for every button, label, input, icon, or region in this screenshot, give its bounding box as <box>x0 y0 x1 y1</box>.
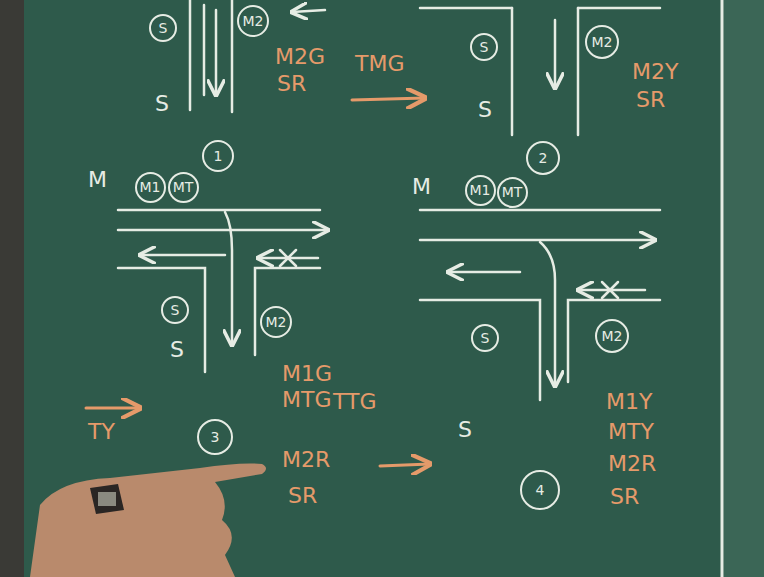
board-edge <box>724 0 764 577</box>
node-text: M2 <box>602 329 623 343</box>
node-text: 3 <box>211 430 220 444</box>
chalk-label: TMG <box>355 52 404 76</box>
circle-node: M1 <box>135 172 166 203</box>
node-text: 2 <box>539 151 548 165</box>
circle-node: S <box>471 324 499 352</box>
circle-node: 1 <box>202 140 234 172</box>
chalk-label: SR <box>288 484 317 508</box>
circle-node: S <box>161 296 189 324</box>
circle-node: 2 <box>526 141 560 175</box>
circle-node: M2 <box>585 25 619 59</box>
circle-node: MT <box>497 177 528 208</box>
circle-node: M2 <box>237 5 269 37</box>
circle-node: M1 <box>465 175 496 206</box>
node-text: S <box>171 303 180 317</box>
node-text: M1 <box>470 183 491 197</box>
node-text: 4 <box>536 483 545 497</box>
chalk-label: M2R <box>608 452 656 476</box>
circle-node: MT <box>168 172 199 203</box>
chalk-label: MTY <box>608 420 654 444</box>
chalk-label: M2R <box>282 448 330 472</box>
chalk-label: S <box>458 418 472 442</box>
node-text: S <box>481 331 490 345</box>
chalk-label: TY <box>88 420 115 444</box>
node-text: M2 <box>592 35 613 49</box>
node-text: MT <box>502 185 523 199</box>
node-text: S <box>480 40 489 54</box>
board-frame <box>0 0 24 577</box>
node-text: M2 <box>243 14 264 28</box>
chalk-label: SR <box>610 485 639 509</box>
chalk-label: S <box>170 338 184 362</box>
chalk-label: M2Y <box>632 60 678 84</box>
chalk-label: TTG <box>333 390 377 414</box>
pointing-hand <box>30 464 266 577</box>
node-text: MT <box>173 180 194 194</box>
chalk-label: S <box>478 98 492 122</box>
node-text: 1 <box>214 149 223 163</box>
circle-node: M2 <box>260 306 292 338</box>
circle-node: S <box>470 33 498 61</box>
circle-node: S <box>149 14 177 42</box>
chalk-label: MTG <box>282 388 331 412</box>
node-text: S <box>159 21 168 35</box>
circle-node: 4 <box>520 470 560 510</box>
node-text: M2 <box>266 315 287 329</box>
chalk-label: M <box>88 168 107 192</box>
chalk-label: M2G <box>275 45 325 69</box>
chalk-label: M <box>412 175 431 199</box>
chalk-label: SR <box>636 88 665 112</box>
chalk-label: S <box>155 92 169 116</box>
chalk-label: M1Y <box>606 390 652 414</box>
circle-node: M2 <box>595 319 629 353</box>
chalk-label: M1G <box>282 362 332 386</box>
board-line <box>721 0 724 577</box>
circle-node: 3 <box>197 419 233 455</box>
node-text: M1 <box>140 180 161 194</box>
chalk-label: SR <box>277 72 306 96</box>
